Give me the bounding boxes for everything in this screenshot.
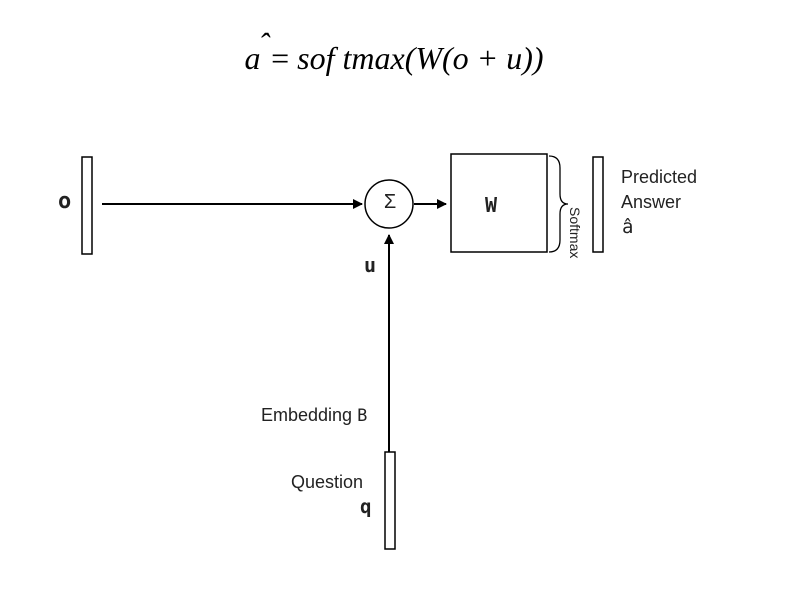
formula-lhs: a [244,40,261,76]
w-box [450,153,548,253]
formula-hat: ˆ [258,26,270,62]
formula: aˆ= sof tmax(W(o + u)) [0,26,788,77]
w-label: W [485,193,498,217]
formula-rhs: sof tmax(W(o + u)) [297,40,544,76]
question-vector-bar [384,451,396,550]
sum-node [364,179,414,229]
question-var: q [360,496,372,518]
o-vector-bar [81,156,93,255]
softmax-label: Softmax [567,207,583,259]
answer-symbol: â [622,216,634,238]
embedding-text: Embedding [261,405,353,425]
o-label: o [58,189,72,214]
embedding-label: Embedding B [261,405,367,426]
answer-label: Answer [621,192,682,212]
softmax-brace-icon [548,155,569,253]
answer-vector-bar [592,156,604,253]
predicted-label: Predicted [621,167,698,187]
sum-symbol: Σ [383,191,397,213]
formula-equals: = [271,40,298,76]
u-label: u [364,253,377,277]
embedding-var: B [357,406,368,426]
question-label: Question [291,472,364,492]
